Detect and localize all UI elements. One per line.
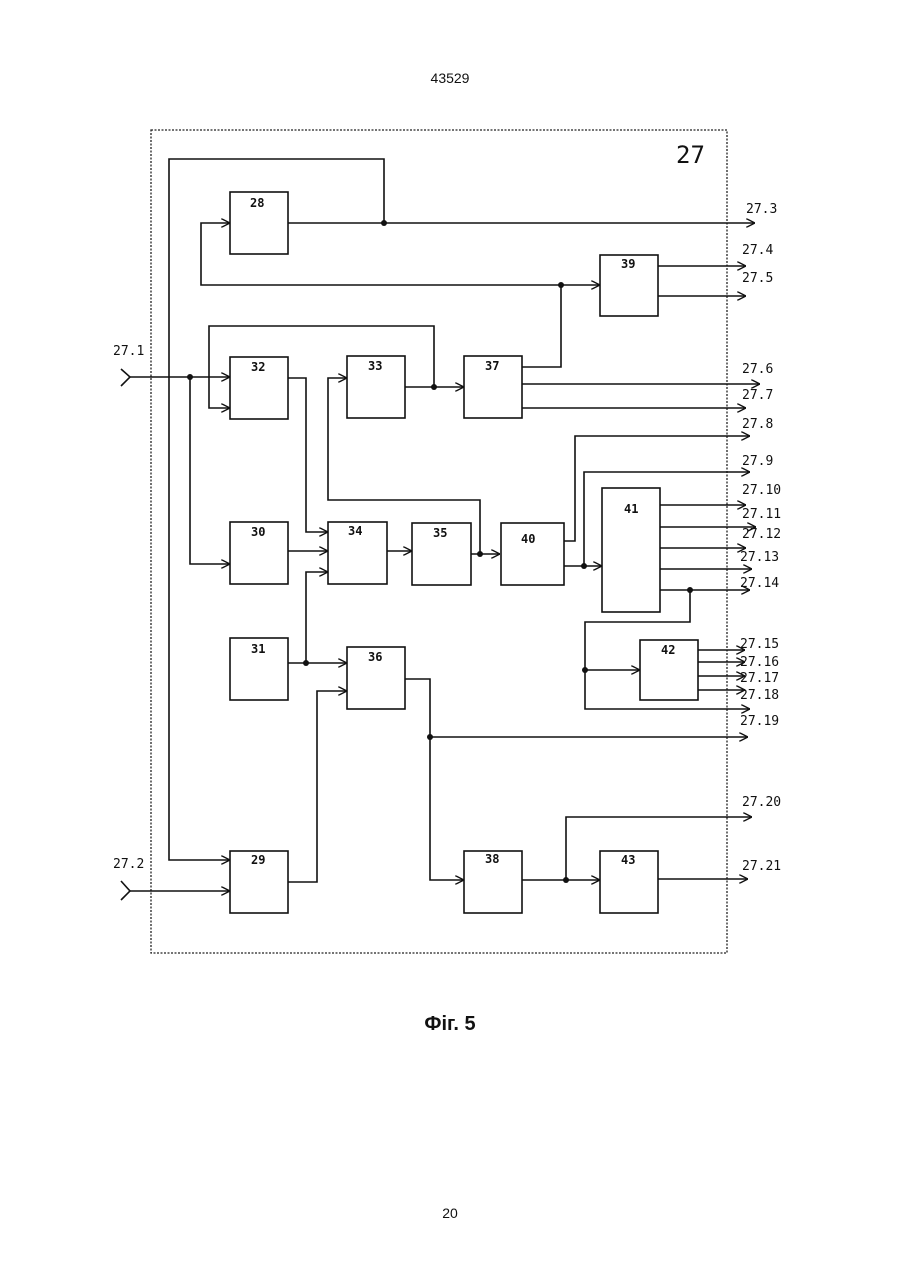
block-40: 40 (501, 523, 564, 585)
output-27-9: 27.9 (742, 454, 773, 469)
block-31: 31 (230, 638, 288, 700)
output-27-12: 27.12 (742, 527, 781, 542)
svg-text:42: 42 (661, 643, 675, 657)
block-34: 34 (328, 522, 387, 584)
block-28: 28 (230, 192, 288, 254)
output-27-20: 27.20 (742, 795, 781, 810)
block-37: 37 (464, 356, 522, 418)
figure-caption: Фіг. 5 (0, 1013, 900, 1036)
svg-text:31: 31 (251, 642, 265, 656)
output-27-11: 27.11 (742, 507, 781, 522)
svg-text:30: 30 (251, 525, 265, 539)
svg-text:29: 29 (251, 853, 265, 867)
output-27-14: 27.14 (740, 576, 779, 591)
input-27-2: 27.2 (113, 857, 144, 872)
block-36: 36 (347, 647, 405, 709)
svg-text:38: 38 (485, 852, 499, 866)
output-27-6: 27.6 (742, 362, 773, 377)
output-27-15: 27.15 (740, 637, 779, 652)
block-41: 41 (602, 488, 660, 612)
block-33: 33 (347, 356, 405, 418)
svg-text:37: 37 (485, 359, 499, 373)
block-38: 38 (464, 851, 522, 913)
svg-text:36: 36 (368, 650, 382, 664)
output-27-7: 27.7 (742, 388, 773, 403)
svg-text:41: 41 (624, 502, 638, 516)
svg-text:43: 43 (621, 853, 635, 867)
output-27-19: 27.19 (740, 714, 779, 729)
frame-label: 27 (676, 141, 705, 169)
block-42: 42 (640, 640, 698, 700)
output-27-21: 27.21 (742, 859, 781, 874)
output-27-16: 27.16 (740, 655, 779, 670)
output-27-4: 27.4 (742, 243, 773, 258)
svg-text:33: 33 (368, 359, 382, 373)
page-number: 20 (0, 1205, 900, 1221)
svg-text:39: 39 (621, 257, 635, 271)
svg-text:28: 28 (250, 196, 264, 210)
block-39: 39 (600, 255, 658, 316)
block-29: 29 (230, 851, 288, 913)
output-27-5: 27.5 (742, 271, 773, 286)
svg-text:34: 34 (348, 524, 362, 538)
output-27-8: 27.8 (742, 417, 773, 432)
svg-text:32: 32 (251, 360, 265, 374)
output-27-10: 27.10 (742, 483, 781, 498)
input-27-1: 27.1 (113, 344, 144, 359)
output-27-13: 27.13 (740, 550, 779, 565)
block-43: 43 (600, 851, 658, 913)
svg-text:40: 40 (521, 532, 535, 546)
block-35: 35 (412, 523, 471, 585)
output-27-18: 27.18 (740, 688, 779, 703)
block-30: 30 (230, 522, 288, 584)
svg-text:35: 35 (433, 526, 447, 540)
block-32: 32 (230, 357, 288, 419)
output-27-17: 27.17 (740, 671, 779, 686)
output-27-3: 27.3 (746, 202, 777, 217)
